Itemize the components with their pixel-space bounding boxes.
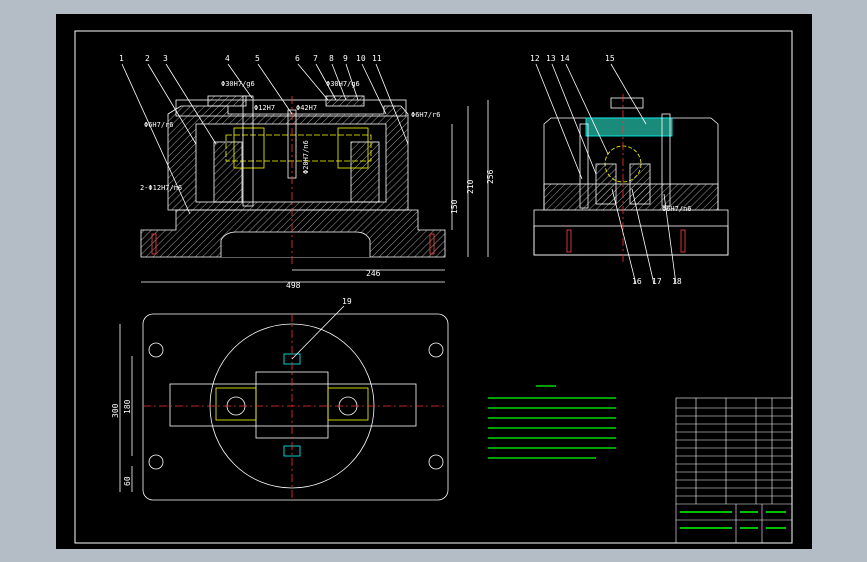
top-cross-bar xyxy=(169,383,417,427)
part-number-18: 18 xyxy=(672,277,682,286)
part-number-11: 11 xyxy=(372,54,382,63)
bushing-left xyxy=(207,95,247,107)
top-slot-br xyxy=(428,454,444,470)
part-number-1: 1 xyxy=(119,54,124,63)
sheet-border xyxy=(74,30,793,544)
top-dim-d3-label: 60 xyxy=(123,476,132,486)
bushing-right xyxy=(325,95,365,107)
part-number-3: 3 xyxy=(163,54,168,63)
workpiece-boss-right xyxy=(337,127,369,169)
fit-label-5: Φ6H7/r6 xyxy=(144,121,174,129)
fit-label-2: Φ12H7 xyxy=(254,104,275,112)
dim-h3-label: 256 xyxy=(486,169,495,184)
side-view-labels: 12 13 14 15 16 17 18 Φ6H7/n6 xyxy=(530,54,692,286)
workpiece-outline xyxy=(225,134,372,162)
part-number-7: 7 xyxy=(313,54,318,63)
dim-half-label: 246 xyxy=(366,269,381,278)
v-block-left xyxy=(595,163,617,205)
part-number-10: 10 xyxy=(356,54,366,63)
top-slot-bl xyxy=(148,454,164,470)
fit-label-1: Φ30H7/g6 xyxy=(221,80,255,88)
side-view xyxy=(533,63,729,285)
top-workpiece-right xyxy=(327,387,369,421)
top-slot-tr xyxy=(428,342,444,358)
part-number-4: 4 xyxy=(225,54,230,63)
dim-width-label: 498 xyxy=(286,281,301,290)
part-number-17: 17 xyxy=(652,277,662,286)
part-number-8: 8 xyxy=(329,54,334,63)
locating-pin-left xyxy=(151,233,157,255)
part-number-9: 9 xyxy=(343,54,348,63)
part-number-13: 13 xyxy=(546,54,556,63)
top-workpiece-left xyxy=(215,387,257,421)
drawing-sheet: 1 2 3 4 5 6 7 8 9 10 11 Φ30H7/g6 Φ12H7 Φ… xyxy=(56,14,812,549)
drawing-canvas: 1 2 3 4 5 6 7 8 9 10 11 Φ30H7/g6 Φ12H7 Φ… xyxy=(74,30,793,544)
knob xyxy=(610,97,644,109)
side-pin-left xyxy=(566,229,572,253)
side-body xyxy=(533,117,729,256)
fit-label-7: 2-Φ12H7/n6 xyxy=(140,184,182,192)
part-number-6: 6 xyxy=(295,54,300,63)
title-block-frame xyxy=(675,397,793,544)
fit-label-8: Φ20H7/n6 xyxy=(302,140,310,174)
top-dim-d2-label: 180 xyxy=(123,399,132,414)
part-number-14: 14 xyxy=(560,54,570,63)
side-base xyxy=(533,225,729,256)
top-view xyxy=(119,305,449,501)
front-view-labels: 1 2 3 4 5 6 7 8 9 10 11 Φ30H7/g6 Φ12H7 Φ… xyxy=(119,54,495,290)
fit-label-3: Φ42H7 xyxy=(296,104,317,112)
dim-h1-label: 150 xyxy=(450,199,459,214)
part-number-5: 5 xyxy=(255,54,260,63)
part-number-2: 2 xyxy=(145,54,150,63)
top-base-plate xyxy=(142,313,449,501)
locating-pin-right xyxy=(429,233,435,255)
part-number-15: 15 xyxy=(605,54,615,63)
fit-label-4: Φ30H7/g6 xyxy=(326,80,360,88)
part-number-12: 12 xyxy=(530,54,540,63)
workpiece-boss-left xyxy=(233,127,265,169)
drill-guide-pin xyxy=(242,95,254,207)
top-view-labels: 19 300 180 60 xyxy=(111,297,352,486)
front-view xyxy=(121,63,489,283)
title-block xyxy=(675,397,793,544)
side-stud-left xyxy=(579,123,589,209)
base-channel xyxy=(220,231,371,257)
top-slot-tl xyxy=(148,342,164,358)
clamp-block-right xyxy=(350,141,380,203)
top-dim-d1-label: 300 xyxy=(111,403,120,418)
top-plate xyxy=(175,99,407,117)
side-fit-label: Φ6H7/n6 xyxy=(662,205,692,213)
part-number-16: 16 xyxy=(632,277,642,286)
part-number-19: 19 xyxy=(342,297,352,306)
technical-notes xyxy=(488,385,616,459)
fit-label-6: Φ6H7/r6 xyxy=(411,111,441,119)
clamp-block-left xyxy=(213,141,243,203)
dim-h2-label: 210 xyxy=(466,179,475,194)
clamp-bar xyxy=(585,117,673,137)
v-block-right xyxy=(629,163,651,205)
side-pin-right xyxy=(680,229,686,253)
